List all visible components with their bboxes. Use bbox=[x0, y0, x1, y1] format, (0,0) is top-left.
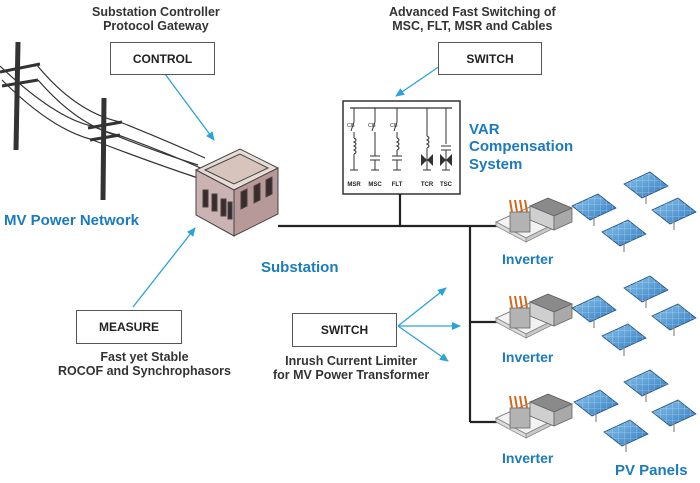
switch-mid-annotation-line-2: for MV Power Transformer bbox=[273, 368, 430, 383]
inverter-transformer-icon bbox=[494, 197, 574, 243]
switch-mid-box: SWITCH bbox=[292, 313, 397, 347]
svg-text:CB: CB bbox=[368, 123, 376, 129]
solar-panel-icon bbox=[651, 197, 697, 230]
var-branch-label: FLT bbox=[392, 182, 403, 188]
measure-box: MEASURE bbox=[76, 310, 182, 344]
inverter-transformer-icon bbox=[494, 393, 574, 439]
callout-arrows bbox=[132, 65, 461, 362]
power-poles-icon bbox=[0, 41, 206, 201]
var-branch-label: TSC bbox=[440, 182, 453, 188]
solar-panel-icon bbox=[571, 295, 617, 328]
solar-panel-icon bbox=[651, 399, 697, 432]
substation-building-icon bbox=[194, 148, 280, 237]
var-system-label-line-3: System bbox=[469, 155, 523, 173]
var-branch-label: MSC bbox=[368, 182, 382, 188]
solar-panel-icon bbox=[571, 193, 617, 226]
var-system-label: VAR Compensation System bbox=[469, 121, 573, 173]
control-annotation-line-2: Protocol Gateway bbox=[103, 19, 209, 34]
solar-panel-icon bbox=[651, 303, 697, 336]
inverter-label-1: Inverter bbox=[502, 251, 554, 267]
switch-mid-annotation-line-1: Inrush Current Limiter bbox=[285, 354, 418, 368]
var-system-label-line-2: Compensation bbox=[469, 138, 574, 156]
svg-text:CB: CB bbox=[347, 123, 355, 129]
pv-panels-label: PV Panels bbox=[615, 462, 688, 479]
switch-top-annotation-line-2: MSC, FLT, MSR and Cables bbox=[392, 19, 553, 34]
measure-annotation-line-1: Fast yet Stable bbox=[100, 350, 189, 364]
measure-annotation-line-2: ROCOF and Synchrophasors bbox=[58, 364, 231, 379]
inverter-transformer-icon bbox=[494, 293, 574, 339]
switch-top-annotation-line-1: Advanced Fast Switching of bbox=[389, 5, 556, 19]
solar-panel-icon bbox=[603, 419, 649, 452]
var-branch-label: MSR bbox=[347, 182, 361, 188]
solar-panel-icon bbox=[601, 323, 647, 356]
var-branch-label: TCR bbox=[421, 182, 434, 188]
inverter-label-3: Inverter bbox=[502, 450, 554, 466]
solar-panel-icon bbox=[573, 389, 619, 422]
solar-panel-icon bbox=[623, 171, 669, 204]
control-annotation-line-1: Substation Controller bbox=[92, 5, 220, 19]
control-box: CONTROL bbox=[110, 42, 215, 75]
solar-panel-icon bbox=[623, 369, 669, 402]
var-system-label-line-1: VAR bbox=[469, 121, 500, 138]
inverter-label-2: Inverter bbox=[502, 349, 554, 365]
var-compensation-icon: CB CB CB MSR MSC FLT TCR TSC bbox=[342, 100, 461, 195]
bus-lines bbox=[278, 194, 502, 424]
mv-network-label: MV Power Network bbox=[4, 212, 140, 229]
switch-top-annotation: Advanced Fast Switching of MSC, FLT, MSR… bbox=[389, 5, 556, 34]
solar-panel-icon bbox=[623, 275, 669, 308]
control-annotation: Substation Controller Protocol Gateway bbox=[92, 5, 220, 34]
svg-text:CB: CB bbox=[390, 123, 398, 129]
switch-mid-annotation: Inrush Current Limiter for MV Power Tran… bbox=[273, 354, 429, 383]
switch-top-box: SWITCH bbox=[438, 42, 542, 75]
solar-panel-icon bbox=[601, 219, 647, 252]
measure-annotation: Fast yet Stable ROCOF and Synchrophasors bbox=[58, 350, 231, 379]
substation-label: Substation bbox=[261, 259, 339, 276]
